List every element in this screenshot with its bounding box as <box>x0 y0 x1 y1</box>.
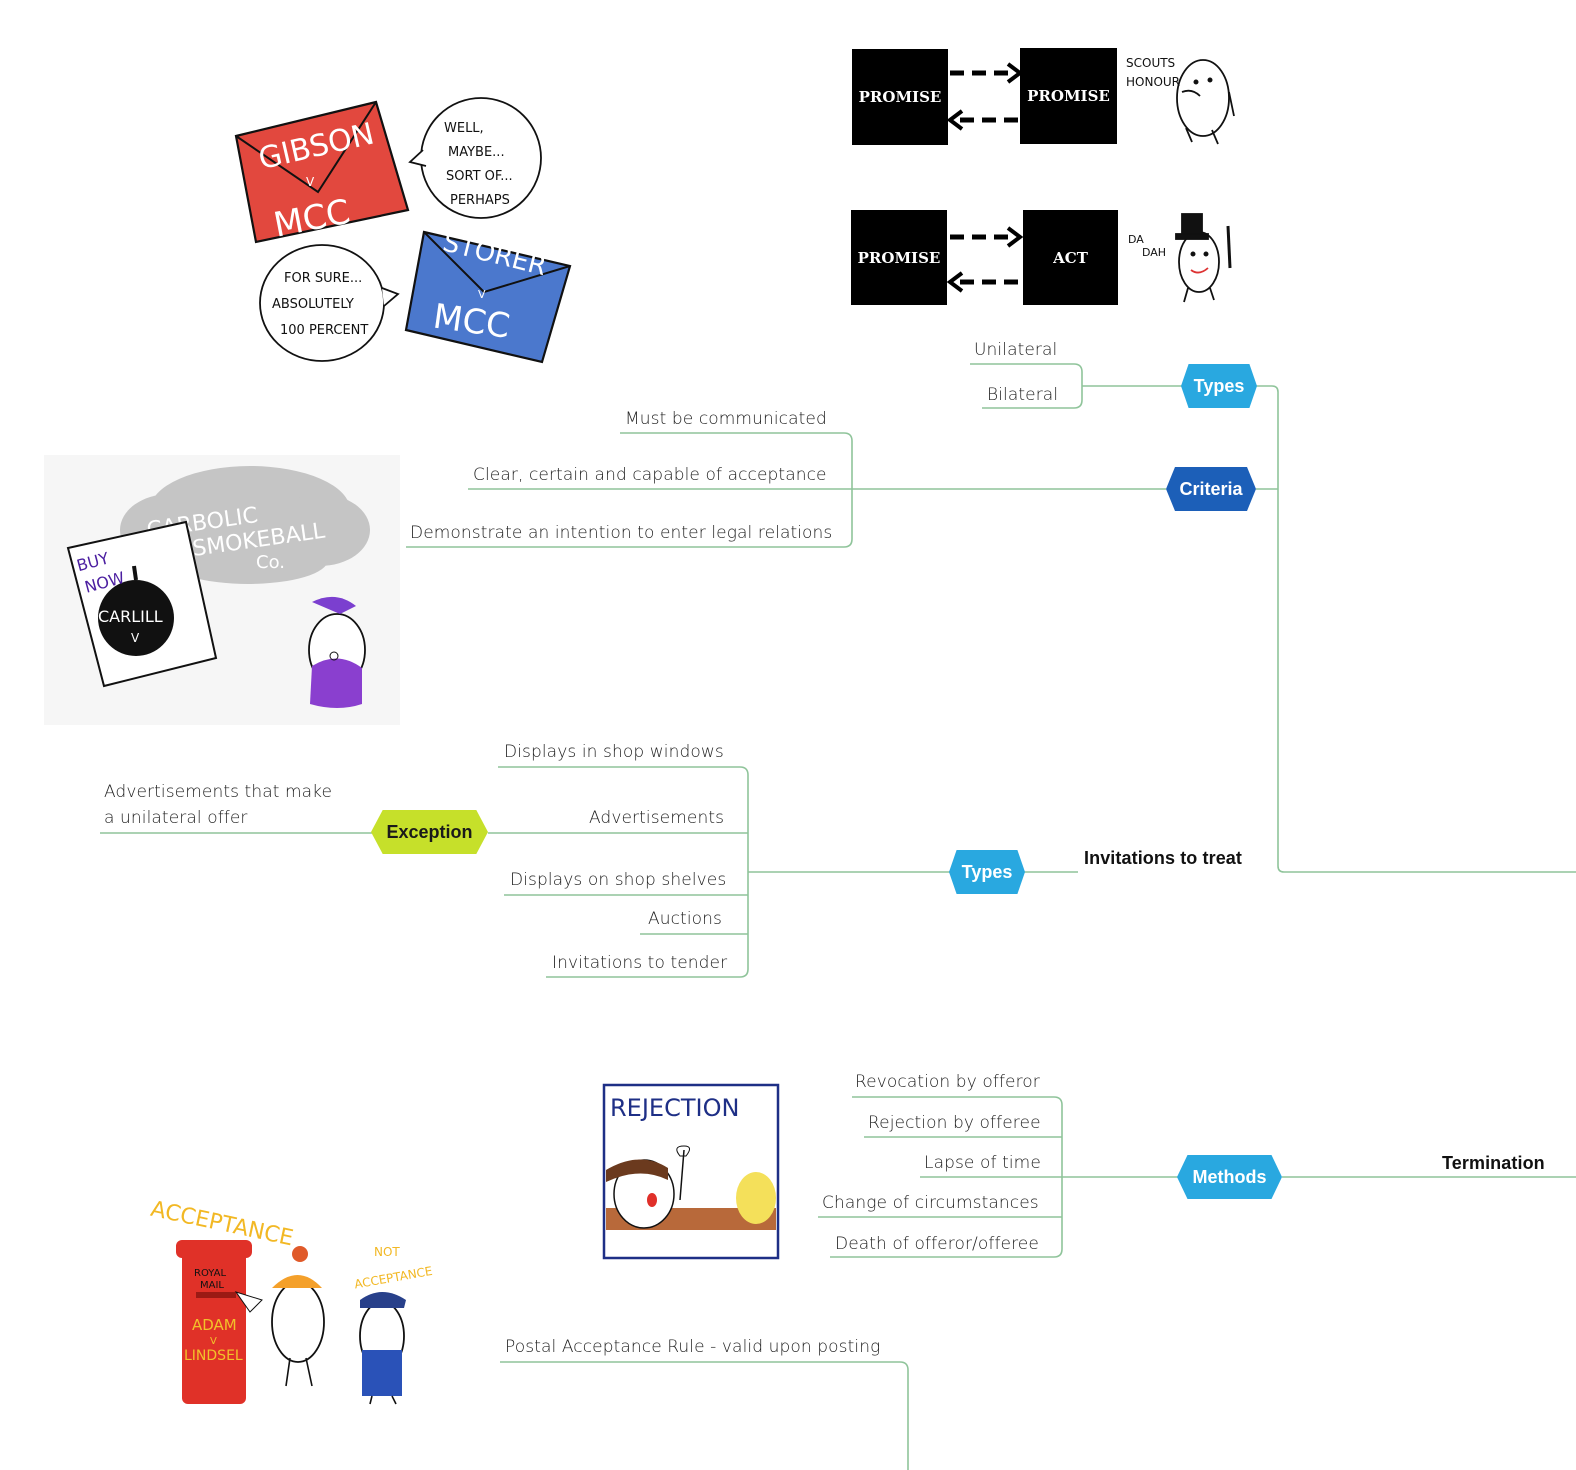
method-revocation: Revocation by offeror <box>855 1072 1040 1092</box>
certainty-line-3: 100 PERCENT <box>280 323 368 338</box>
promise-box-1: PROMISE <box>852 49 948 145</box>
cloud-line-3: Co. <box>256 552 285 573</box>
gibson-v: V <box>306 175 315 189</box>
promise-arrows <box>950 70 1018 285</box>
doubt-line-3: SORT OF... <box>446 169 513 184</box>
egg1-caption-1: SCOUTS <box>1126 56 1175 70</box>
certainty-speech-bubble-icon <box>259 244 400 362</box>
invitation-item-shelves: Displays on shop shelves <box>510 870 727 890</box>
doubt-line-2: MAYBE... <box>448 145 505 160</box>
method-change: Change of circumstances <box>822 1193 1039 1213</box>
exception-line-2: a unilateral offer <box>104 808 248 828</box>
postbox-line-2: MAIL <box>200 1280 224 1291</box>
promise-box-2: PROMISE <box>1020 48 1117 144</box>
criteria-item-clear: Clear, certain and capable of acceptance <box>473 465 827 485</box>
not-banner-2: ACCEPTANCE <box>353 1264 433 1292</box>
carlill-egg-icon <box>308 596 366 708</box>
buy-now-poster-icon <box>66 520 218 688</box>
invitation-item-advertisements: Advertisements <box>589 808 725 828</box>
bilateral-label: Bilateral <box>987 385 1059 405</box>
scout-egg-icon <box>1176 59 1235 145</box>
method-lapse: Lapse of time <box>924 1153 1041 1173</box>
not-banner-1: NOT <box>374 1245 400 1259</box>
invitation-types-node[interactable]: Types <box>949 850 1025 894</box>
rejection-title: REJECTION <box>610 1094 739 1122</box>
postman-egg-icon <box>359 1292 406 1405</box>
connector-postal <box>500 1361 909 1470</box>
unilateral-label: Unilateral <box>974 340 1058 360</box>
ball-v: V <box>131 631 140 645</box>
egg1-caption-2: HONOUR <box>1126 75 1180 89</box>
case-line-3: LINDSEL <box>184 1348 243 1364</box>
termination-label[interactable]: Termination <box>1442 1153 1545 1173</box>
doubt-line-1: WELL, <box>444 121 484 136</box>
case-line-2: V <box>210 1336 217 1347</box>
connector-unilateral <box>970 363 1083 409</box>
rejection-illustration <box>602 1083 780 1260</box>
invitation-item-windows: Displays in shop windows <box>504 742 724 762</box>
connector-criteria-items <box>406 432 853 548</box>
act-box: ACT <box>1023 210 1118 305</box>
invitations-to-treat-label[interactable]: Invitations to treat <box>1084 848 1243 868</box>
criteria-node[interactable]: Criteria <box>1166 467 1256 511</box>
method-death: Death of offeror/offeree <box>835 1234 1039 1254</box>
exception-node[interactable]: Exception <box>371 810 488 854</box>
doubt-speech-bubble-icon <box>408 97 542 219</box>
connector-trunk <box>1256 385 1576 873</box>
acceptance-egg-icon <box>234 1246 325 1387</box>
criteria-item-intention: Demonstrate an intention to enter legal … <box>410 523 833 543</box>
exception-line-1: Advertisements that make <box>104 782 333 802</box>
promise-box-3: PROMISE <box>851 210 947 305</box>
case-line-1: ADAM <box>192 1316 237 1334</box>
tophat-egg-icon <box>1175 213 1232 303</box>
connector-inv-items <box>498 766 749 978</box>
doubt-line-4: PERHAPS <box>450 193 510 208</box>
invitation-item-auctions: Auctions <box>648 909 722 929</box>
storer-envelope-icon <box>404 230 572 364</box>
methods-node[interactable]: Methods <box>1177 1155 1282 1199</box>
invitation-item-tender: Invitations to tender <box>552 953 728 973</box>
method-rejection: Rejection by offeree <box>868 1113 1041 1133</box>
criteria-item-communicated: Must be communicated <box>625 409 827 429</box>
postal-acceptance-rule: Postal Acceptance Rule - valid upon post… <box>505 1337 881 1357</box>
egg2-caption-2: DAH <box>1142 246 1166 259</box>
gibson-envelope-icon <box>234 100 410 244</box>
offer-types-node[interactable]: Types <box>1181 364 1257 408</box>
egg2-caption-1: DA <box>1128 233 1144 246</box>
royal-mail-postbox-icon <box>176 1240 252 1404</box>
ball-label: CARLILL <box>98 607 163 626</box>
certainty-line-1: FOR SURE... <box>284 271 362 286</box>
postbox-line-1: ROYAL <box>194 1268 226 1279</box>
certainty-line-2: ABSOLUTELY <box>272 297 354 312</box>
storer-v: V <box>478 288 486 301</box>
